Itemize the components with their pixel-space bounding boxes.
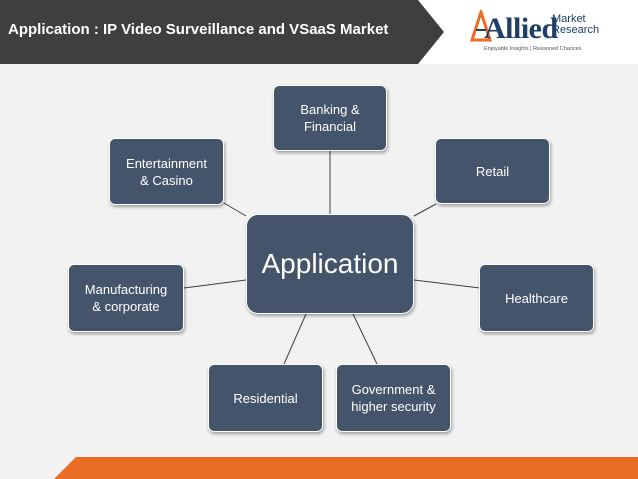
logo-tagline: Enjoyable Insights | Reasoned Chances <box>484 46 582 52</box>
logo-mark-icon <box>470 10 492 42</box>
center-node-application: Application <box>246 214 414 314</box>
logo-wordmark: Allied <box>484 12 558 45</box>
connector-healthcare <box>413 279 481 289</box>
company-logo: Allied Market Research Enjoyable Insight… <box>470 8 630 58</box>
connector-retail <box>413 203 437 217</box>
connector-residential <box>283 313 307 365</box>
logo-subtitle-top: Market <box>552 13 586 25</box>
connector-entertainment <box>223 202 247 217</box>
node-banking-financial: Banking & Financial <box>273 85 387 151</box>
title-bar <box>0 0 418 64</box>
footer-band-slant <box>54 457 76 479</box>
logo-subtitle: Market Research <box>552 14 599 36</box>
node-manufacturing-corporate: Manufacturing & corporate <box>68 264 184 332</box>
node-healthcare: Healthcare <box>479 264 594 332</box>
title-bar-arrow <box>418 0 444 64</box>
slide-title: Application : IP Video Surveillance and … <box>8 21 389 38</box>
logo-subtitle-bottom: Research <box>552 24 600 36</box>
node-government-security: Government & higher security <box>336 364 451 432</box>
connector-government <box>352 313 378 365</box>
node-residential: Residential <box>208 364 323 432</box>
node-retail: Retail <box>435 138 550 204</box>
footer-band <box>76 457 638 479</box>
connector-manufacturing <box>183 279 247 289</box>
node-entertainment-casino: Entertainment & Casino <box>109 138 224 205</box>
